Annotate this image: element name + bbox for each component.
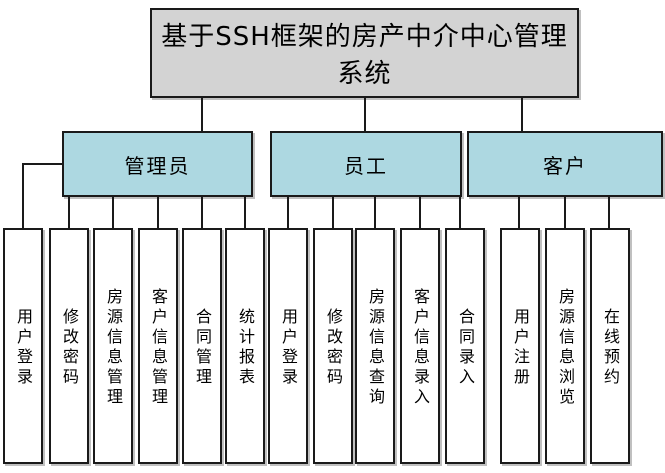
group-node-staff: 员工: [270, 131, 462, 197]
leaf-label: 用户登录: [279, 308, 298, 388]
leaf-label: 客户信息管理: [149, 288, 168, 408]
leaf-label: 统计报表: [236, 308, 255, 388]
leaf-label: 用户登录: [14, 308, 33, 388]
connector-staff-leaf7: [287, 197, 289, 228]
group-node-admin-label: 管理员: [124, 153, 191, 178]
group-node-staff-label: 员工: [344, 153, 388, 178]
leaf-node-contract-management: 合同管理: [182, 228, 222, 464]
connector-admin-leaf3: [112, 197, 114, 228]
connector-root-admin: [201, 98, 203, 131]
connector-customer-leaf12: [518, 197, 520, 228]
leaf-node-user-login-staff: 用户登录: [268, 228, 308, 464]
leaf-node-user-login-admin: 用户登录: [3, 228, 43, 464]
connector-staff-leaf9: [374, 197, 376, 228]
leaf-node-contract-entry: 合同录入: [445, 228, 485, 464]
leaf-node-housing-info-management: 房源信息管理: [93, 228, 133, 464]
leaf-label: 修改密码: [324, 308, 343, 388]
leaf-label: 修改密码: [60, 308, 79, 388]
connector-admin-leaf2: [68, 197, 70, 228]
leaf-label: 房源信息浏览: [556, 288, 575, 408]
group-node-customer: 客户: [467, 131, 663, 197]
connector-admin-leaf1-vertical: [22, 163, 24, 228]
connector-admin-leaf6: [244, 197, 246, 228]
group-node-customer-label: 客户: [543, 153, 587, 178]
connector-admin-leaf1-horizontal: [22, 163, 62, 165]
leaf-node-customer-info-management: 客户信息管理: [138, 228, 178, 464]
connector-staff-leaf10: [419, 197, 421, 228]
leaf-label: 房源信息管理: [104, 288, 123, 408]
leaf-node-customer-info-entry: 客户信息录入: [400, 228, 440, 464]
leaf-node-user-registration: 用户注册: [500, 228, 540, 464]
connector-staff-leaf8: [332, 197, 334, 228]
connector-staff-leaf11: [459, 197, 461, 228]
leaf-node-change-password-admin: 修改密码: [49, 228, 89, 464]
leaf-node-change-password-staff: 修改密码: [313, 228, 353, 464]
leaf-label: 客户信息录入: [411, 288, 430, 408]
leaf-node-statistical-reports: 统计报表: [225, 228, 265, 464]
connector-root-customer: [521, 98, 523, 131]
root-node: 基于SSH框架的房产中介中心管理系统: [150, 8, 579, 98]
leaf-node-online-reservation: 在线预约: [590, 228, 630, 464]
connector-admin-leaf5: [201, 197, 203, 228]
connector-admin-leaf4: [157, 197, 159, 228]
leaf-label: 合同录入: [456, 308, 475, 388]
leaf-node-housing-info-query: 房源信息查询: [355, 228, 395, 464]
connector-root-staff: [364, 98, 366, 131]
connector-customer-leaf14: [608, 197, 610, 228]
leaf-label: 合同管理: [193, 308, 212, 388]
leaf-node-housing-info-browse: 房源信息浏览: [545, 228, 585, 464]
group-node-admin: 管理员: [62, 131, 253, 197]
root-node-label: 基于SSH框架的房产中介中心管理系统: [161, 22, 568, 89]
leaf-label: 在线预约: [601, 308, 620, 388]
leaf-label: 房源信息查询: [366, 288, 385, 408]
leaf-label: 用户注册: [511, 308, 530, 388]
connector-customer-leaf13: [564, 197, 566, 228]
